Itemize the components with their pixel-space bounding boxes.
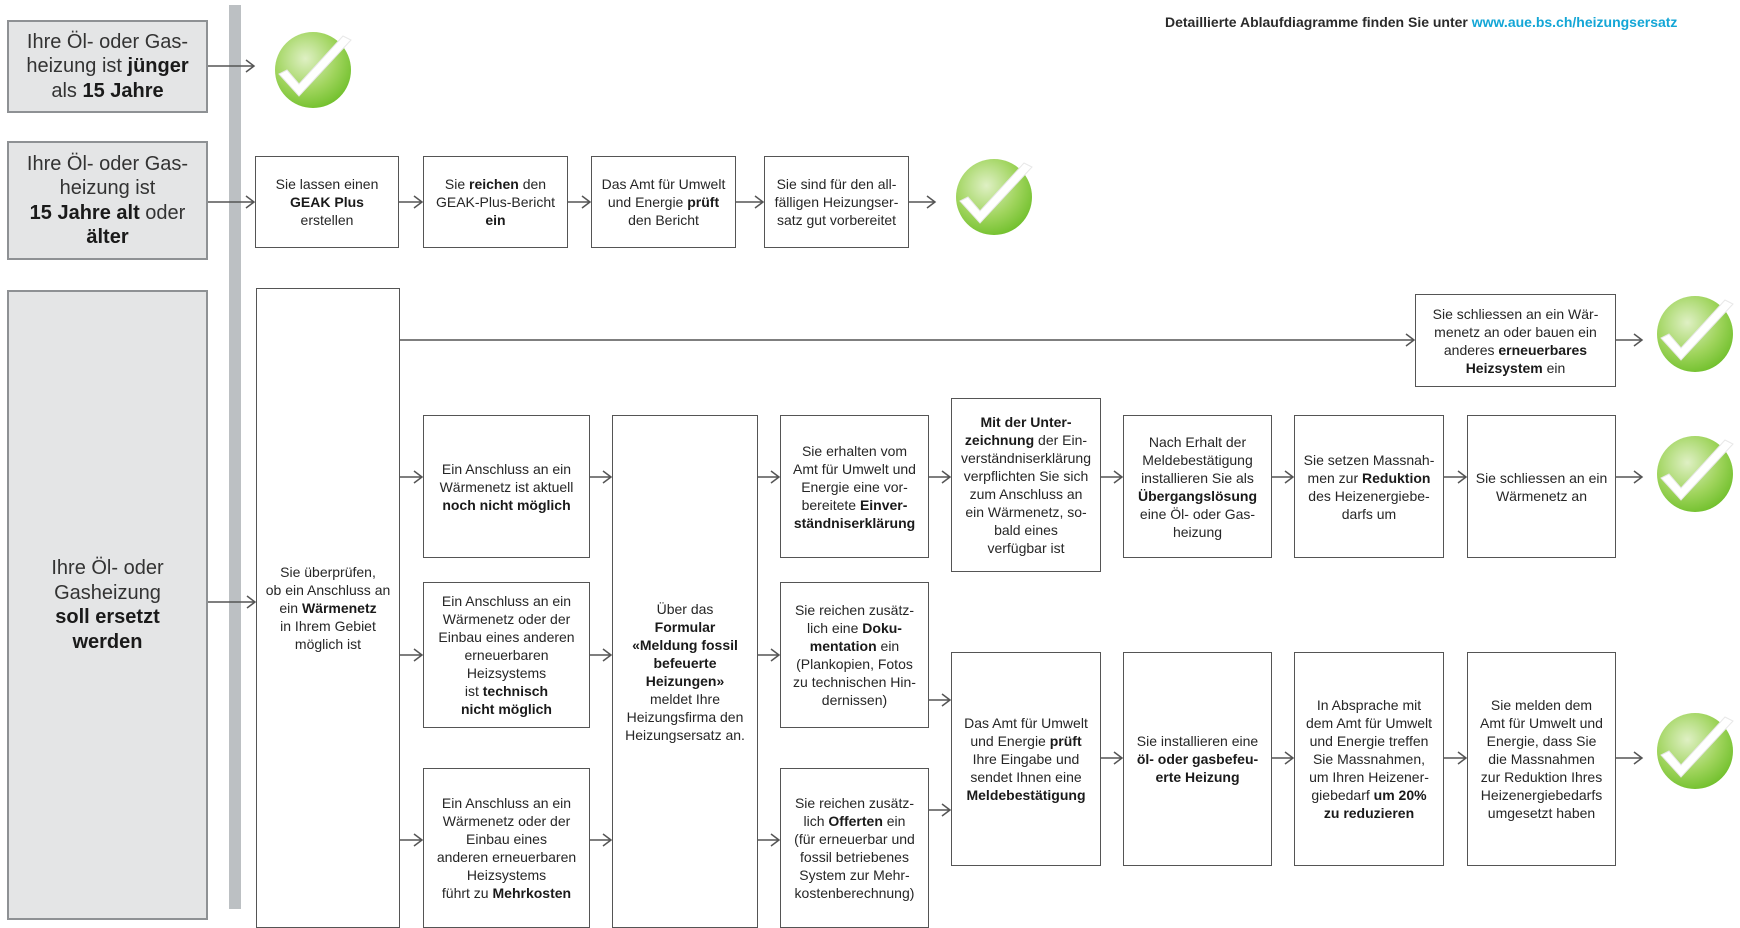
arrow — [1616, 470, 1644, 484]
text: Ihre Öl- oder Gas- — [26, 152, 189, 175]
text-bold: soll ersetzt — [55, 606, 160, 628]
arrow — [929, 803, 952, 817]
check-mark-icon — [1656, 435, 1734, 513]
text: als — [51, 79, 83, 102]
box-well-prepared: Sie sind für den all-fälligen Heizungser… — [764, 156, 909, 248]
box-reduce-energy: Sie setzen Massnah-men zur Reduktion des… — [1294, 415, 1444, 558]
arrow — [1272, 470, 1295, 484]
box-renewable-connect: Sie schliessen an ein Wär-menetz an oder… — [1415, 294, 1616, 387]
text-bold: 15 Jahre alt — [29, 201, 140, 224]
arrow — [929, 470, 952, 484]
arrow — [400, 470, 424, 484]
arrow — [758, 648, 781, 662]
text: Ihre Öl- oder Gas- — [26, 30, 189, 53]
arrow — [1101, 470, 1124, 484]
header-note: Detaillierte Ablaufdiagramme finden Sie … — [1165, 14, 1677, 30]
arrow — [909, 195, 937, 209]
text: heizung ist — [26, 55, 128, 78]
check-mark-icon — [274, 31, 352, 109]
box-submit-offers: Sie reichen zusätz-lich Offerten ein (fü… — [780, 768, 929, 928]
arrow — [399, 195, 424, 209]
arrow — [590, 648, 613, 662]
arrow — [1616, 333, 1644, 347]
box-submit-documentation: Sie reichen zusätz-lich eine Doku- menta… — [780, 582, 929, 728]
arrow — [1444, 470, 1468, 484]
check-mark-icon — [1656, 295, 1734, 373]
arrow — [590, 470, 613, 484]
arrow — [400, 648, 424, 662]
text: Ihre Öl- oder — [51, 557, 164, 579]
arrow — [758, 470, 781, 484]
arrow — [590, 833, 613, 847]
header-link[interactable]: www.aue.bs.ch/heizungsersatz — [1471, 14, 1678, 30]
arrow — [1101, 751, 1124, 765]
box-sign-consent: Mit der Unter-zeichnung der Ein-verständ… — [951, 398, 1101, 572]
arrow — [568, 195, 592, 209]
arrow — [929, 693, 952, 707]
box-check-heat-network: Sie überprüfen,ob ein Anschluss an ein W… — [256, 288, 400, 928]
text-bold: älter — [86, 226, 129, 248]
text-bold: jünger — [127, 55, 189, 78]
check-mark-icon — [955, 158, 1033, 236]
text: oder — [139, 201, 186, 224]
arrow — [400, 333, 1416, 347]
arrow — [1616, 751, 1644, 765]
text: heizung ist — [59, 177, 156, 199]
header-note-text: Detaillierte Ablaufdiagramme finden Sie … — [1165, 14, 1468, 30]
text-bold: 15 Jahre — [82, 79, 164, 102]
panel-15-or-older: Ihre Öl- oder Gas- heizung ist 15 Jahre … — [7, 141, 208, 260]
arrow — [736, 195, 765, 209]
check-mark-icon — [1656, 712, 1734, 790]
text: Gasheizung — [54, 581, 161, 604]
arrow — [758, 833, 781, 847]
arrow — [1444, 751, 1468, 765]
text-bold: werden — [72, 630, 143, 653]
panel-younger-than-15: Ihre Öl- oder Gas- heizung ist jünger al… — [7, 20, 208, 113]
panel-replace-heating: Ihre Öl- oder Gasheizung soll ersetzt we… — [7, 290, 208, 920]
arrow — [1272, 751, 1295, 765]
vertical-divider-bar — [229, 5, 241, 909]
arrow — [400, 833, 424, 847]
